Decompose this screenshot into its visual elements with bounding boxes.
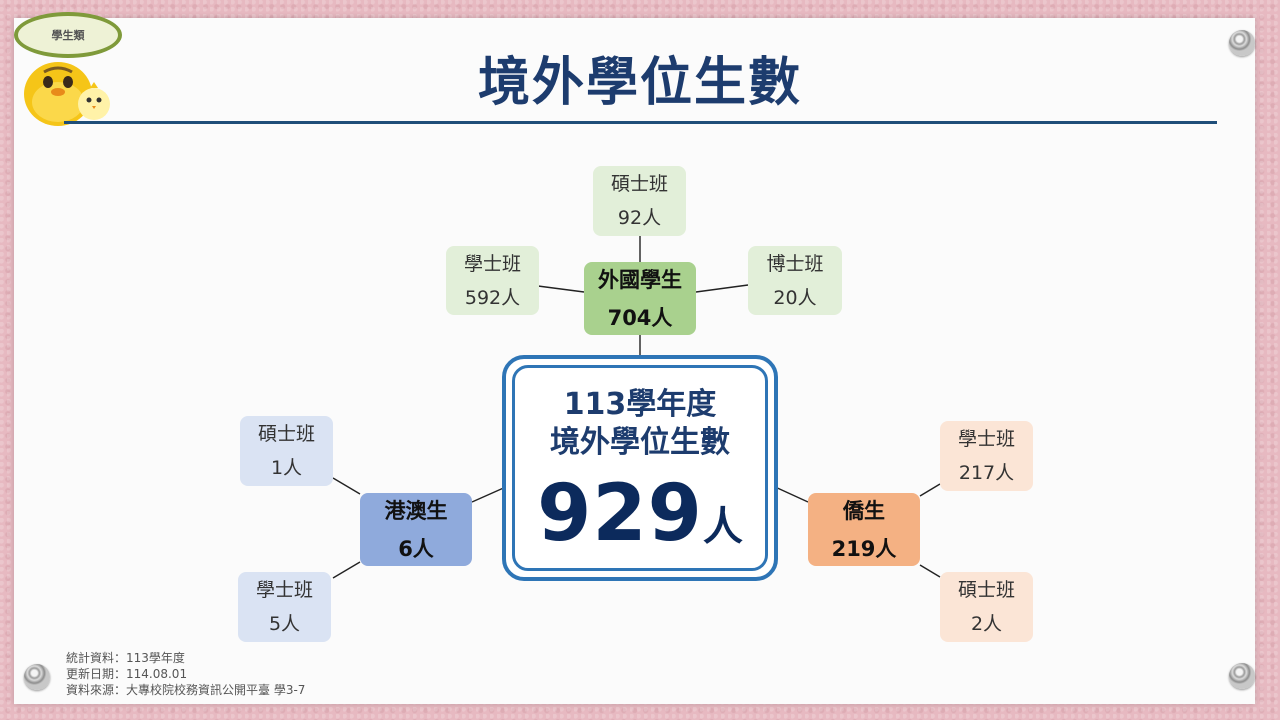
node-value: 217人 [958, 462, 1015, 484]
hkmacao-master-node: 碩士班 1人 [240, 416, 333, 486]
pushpin-icon [1229, 30, 1255, 56]
node-total: 6人 [398, 536, 434, 561]
summary-year: 113學年度 [563, 387, 717, 422]
pushpin-icon [1229, 663, 1255, 689]
total-summary-inner-frame [512, 365, 768, 571]
node-label: 博士班 [766, 252, 824, 275]
hkmacao-students-node: 港澳生 6人 [360, 493, 472, 566]
node-label: 碩士班 [610, 173, 668, 195]
node-label: 碩士班 [257, 423, 315, 445]
foreign-students-node: 外國學生 704人 [584, 262, 696, 335]
node-value: 592人 [464, 286, 521, 309]
overseas-students-node: 僑生 219人 [808, 493, 920, 566]
foreign-doctor-node: 博士班 20人 [748, 246, 842, 315]
summary-heading: 境外學位生數 [550, 425, 730, 460]
overseas-master-node: 碩士班 2人 [940, 572, 1033, 642]
pushpin-icon [24, 664, 50, 690]
node-total: 219人 [831, 536, 897, 561]
node-label: 碩士班 [957, 579, 1015, 601]
foreign-master-node: 碩士班 92人 [593, 166, 686, 236]
node-name: 港澳生 [384, 498, 448, 523]
footer-stat-year: 統計資料：113學年度 [66, 651, 185, 665]
total-number: 929 [537, 469, 703, 559]
node-value: 5人 [268, 613, 301, 635]
chick-mascot-icon [24, 62, 110, 126]
hkmacao-bachelor-node: 學士班 5人 [238, 572, 331, 642]
footer-notes: 統計資料：113學年度 更新日期：114.08.01 資料來源：大專校院校務資訊… [66, 650, 305, 698]
footer-update-date: 更新日期：114.08.01 [66, 667, 188, 681]
node-value: 20人 [773, 286, 817, 309]
footer-source: 資料來源：大專校院校務資訊公開平臺 學3-7 [66, 683, 306, 697]
node-label: 學士班 [463, 252, 521, 275]
node-name: 僑生 [843, 498, 885, 523]
foreign-bachelor-node: 學士班 592人 [446, 246, 539, 315]
category-badge: 學生類 [14, 12, 122, 58]
node-total: 704人 [607, 305, 673, 330]
overseas-bachelor-node: 學士班 217人 [940, 421, 1033, 491]
node-label: 學士班 [957, 428, 1015, 450]
total-summary-box: 113學年度 境外學位生數 929人 [502, 355, 778, 581]
total-unit: 人 [702, 504, 743, 550]
node-value: 1人 [270, 457, 303, 479]
node-value: 2人 [970, 613, 1003, 635]
node-name: 外國學生 [598, 267, 682, 292]
node-value: 92人 [617, 207, 662, 229]
page-title: 境外學位生數 [477, 53, 802, 113]
title-divider [64, 121, 1217, 124]
summary-total: 929人 [506, 469, 774, 559]
node-label: 學士班 [255, 579, 313, 601]
